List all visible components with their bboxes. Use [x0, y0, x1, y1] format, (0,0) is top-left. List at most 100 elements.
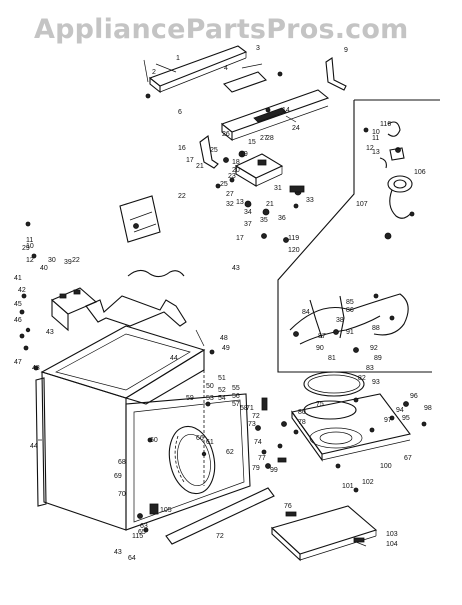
callout-13: 13 [372, 149, 380, 156]
callout-19: 19 [240, 151, 248, 158]
callout-94: 94 [396, 407, 404, 414]
callout-104: 104 [386, 541, 398, 548]
callout-15: 15 [248, 139, 256, 146]
base-plate [291, 393, 411, 462]
callout-52: 52 [218, 387, 226, 394]
callout-46: 46 [14, 317, 22, 324]
callout-30: 30 [48, 257, 56, 264]
callout-25-2: 25 [210, 147, 218, 154]
callout-43: 43 [232, 265, 240, 272]
left-side-fasteners [19, 221, 39, 371]
door-seal-left-strip [35, 377, 47, 507]
callout-106: 106 [414, 169, 426, 176]
callout-34: 34 [244, 209, 252, 216]
callout-38: 38 [336, 317, 344, 324]
callout-11-2: 11 [26, 237, 33, 244]
bottom-cover-panel [270, 487, 378, 562]
callout-26: 26 [222, 131, 230, 138]
callout-39: 39 [64, 259, 72, 266]
callout-74: 74 [254, 439, 262, 446]
callout-107: 107 [356, 201, 368, 208]
callout-4: 4 [224, 65, 228, 72]
callout-33: 33 [306, 197, 314, 204]
callout-23: 23 [228, 173, 236, 180]
callout-61: 61 [206, 439, 214, 446]
callout-25: 25 [220, 181, 228, 188]
timer-switch-parts [363, 121, 405, 169]
callout-105: 105 [160, 507, 172, 514]
motor-mount-bracket [119, 195, 161, 243]
callout-16: 16 [178, 145, 186, 152]
callout-27: 27 [226, 191, 234, 198]
callout-60: 60 [150, 437, 158, 444]
callout-27-2: 27 [260, 135, 268, 142]
callout-58: 58 [240, 405, 248, 412]
callout-48: 48 [32, 365, 40, 372]
callout-81: 81 [328, 355, 336, 362]
callout-72: 72 [216, 533, 224, 540]
callout-24: 24 [292, 125, 300, 132]
callout-44: 44 [170, 355, 178, 362]
callout-22: 22 [72, 257, 80, 264]
cabinet-top-edge-frame [85, 295, 187, 327]
callout-91: 91 [346, 329, 354, 336]
callout-85: 85 [346, 299, 354, 306]
callout-69: 69 [114, 473, 122, 480]
callout-43-2: 43 [46, 329, 54, 336]
callout-48-2: 48 [220, 335, 228, 342]
leader-lines [38, 63, 367, 547]
callout-10: 10 [372, 129, 380, 136]
callout-49: 49 [222, 345, 230, 352]
callout-11: 11 [372, 135, 379, 142]
console-trim-plate [222, 71, 268, 93]
callout-40: 40 [40, 265, 48, 272]
callout-92: 92 [370, 345, 378, 352]
callout-99: 99 [270, 467, 278, 474]
callout-64: 64 [128, 555, 136, 562]
callout-42: 42 [18, 287, 26, 294]
drive-ring-seal [303, 371, 365, 397]
callout-1: 1 [176, 55, 180, 62]
callout-93: 93 [372, 379, 380, 386]
callout-72-2: 72 [252, 413, 260, 420]
callout-21-2: 21 [266, 201, 274, 208]
callout-10-2: 10 [26, 243, 34, 250]
callout-86: 86 [346, 307, 354, 314]
callout-96: 96 [410, 393, 418, 400]
wavy-support-strap [127, 269, 185, 278]
base-plate-fasteners [335, 397, 427, 469]
callout-73: 73 [248, 421, 256, 428]
callout-68: 68 [118, 459, 126, 466]
callout-100: 100 [380, 463, 392, 470]
callout-90: 90 [316, 345, 324, 352]
callout-6: 6 [178, 109, 182, 116]
callout-71: 71 [246, 405, 254, 412]
callout-63: 63 [140, 523, 148, 530]
top-rear-rail [220, 89, 330, 142]
callout-55: 55 [232, 385, 240, 392]
callout-47: 47 [14, 359, 22, 366]
callout-45: 45 [14, 301, 22, 308]
callout-67: 67 [404, 455, 412, 462]
callout-43-3: 43 [114, 549, 122, 556]
callout-103: 103 [386, 531, 398, 538]
callout-66: 66 [196, 435, 204, 442]
suspension-bracket-left [50, 287, 98, 332]
callout-41: 41 [14, 275, 22, 282]
callout-17-2: 17 [236, 235, 244, 242]
callout-28: 28 [266, 135, 274, 142]
callout-18: 18 [232, 159, 240, 166]
callout-2: 2 [152, 69, 156, 76]
wiring-detail-inset [277, 99, 440, 373]
callout-65: 65 [138, 529, 146, 536]
callout-62: 62 [226, 449, 234, 456]
callout-21: 21 [196, 163, 204, 170]
callout-95: 95 [402, 415, 410, 422]
callout-102: 102 [362, 479, 374, 486]
callout-36: 36 [278, 215, 286, 222]
callout-83: 83 [366, 365, 374, 372]
callout-98: 98 [424, 405, 432, 412]
watermark: AppliancePartsPros.com [34, 14, 409, 45]
callout-115: 115 [132, 533, 143, 540]
